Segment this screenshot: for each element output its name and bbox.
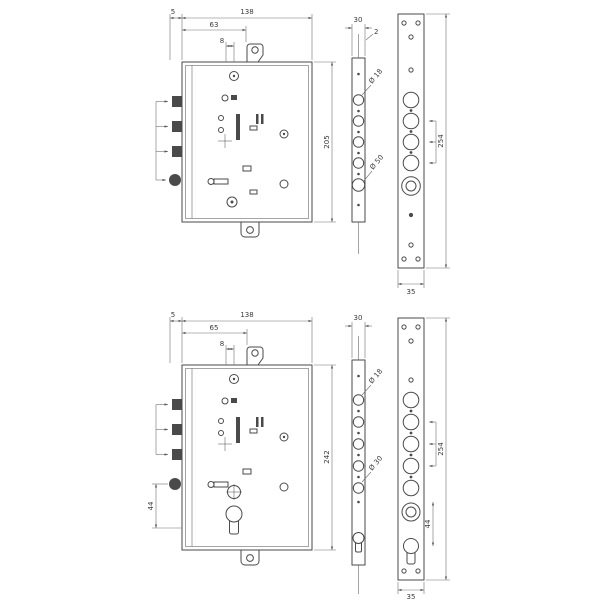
top-lock-mechanism bbox=[207, 71, 289, 208]
bottom-horizontal-dims: 5 138 65 8 bbox=[169, 311, 313, 365]
top-assembly: 5 138 63 8 205 bbox=[155, 8, 450, 296]
dim-top-30: 30 bbox=[354, 16, 363, 24]
bottom-strip-euro-cutout bbox=[352, 532, 365, 553]
dim-top-205: 205 bbox=[323, 135, 331, 148]
top-lock-bolts bbox=[169, 96, 182, 186]
dim-bottom-30: 30 bbox=[354, 314, 363, 322]
dim-bottom-138: 138 bbox=[240, 311, 253, 319]
dim-bottom-5: 5 bbox=[171, 311, 175, 319]
bottom-lock-mechanism bbox=[207, 374, 289, 535]
dim-bottom-8: 8 bbox=[220, 340, 224, 348]
bottom-euro-cylinder bbox=[225, 505, 243, 535]
dim-top-5: 5 bbox=[171, 8, 175, 16]
top-strip-outline bbox=[351, 57, 366, 223]
bottom-lock-bolts bbox=[169, 399, 182, 490]
top-horizontal-dims: 5 138 63 8 bbox=[169, 8, 313, 62]
dim-bottom-35: 35 bbox=[407, 593, 416, 600]
dim-top-8: 8 bbox=[220, 37, 224, 45]
dim-bottom-254: 254 bbox=[437, 442, 445, 456]
top-lock-top-tab bbox=[246, 43, 264, 63]
top-lock-outline bbox=[181, 61, 313, 223]
top-faceplate-strip: 30 2 Ø 18 Ø 50 bbox=[345, 16, 385, 254]
bottom-assembly: 5 138 65 8 242 44 bbox=[147, 311, 450, 600]
dim-top-254: 254 bbox=[437, 134, 445, 148]
dim-bottom-44-right: 44 bbox=[424, 519, 432, 528]
bottom-lock-body bbox=[155, 346, 313, 566]
bottom-left-dim: 44 bbox=[147, 483, 182, 529]
top-lock-bottom-tab bbox=[240, 222, 260, 238]
dim-top-2: 2 bbox=[374, 28, 378, 36]
bottom-lock-outline bbox=[181, 364, 313, 551]
bottom-bolt-arrows bbox=[155, 403, 168, 456]
bottom-lock-bottom-tab bbox=[240, 550, 260, 566]
bottom-height-dim: 242 bbox=[314, 364, 336, 551]
dim-bottom-dia18: Ø 18 bbox=[367, 367, 384, 385]
bottom-plate-euro-cutout bbox=[403, 538, 419, 565]
top-plate-outline bbox=[397, 13, 425, 269]
top-bolt-arrows bbox=[155, 100, 168, 182]
dim-bottom-65: 65 bbox=[210, 324, 219, 332]
dim-top-dia18: Ø 18 bbox=[367, 67, 384, 85]
dim-top-63: 63 bbox=[210, 21, 219, 29]
top-height-dim: 205 bbox=[314, 61, 336, 223]
bottom-faceplate-strip: 30 Ø 18 Ø 30 bbox=[345, 314, 384, 594]
bottom-lock-top-tab bbox=[246, 346, 264, 366]
dim-top-dia50: Ø 50 bbox=[368, 153, 385, 171]
dim-top-138: 138 bbox=[240, 8, 253, 16]
dim-bottom-44-left: 44 bbox=[147, 501, 155, 510]
dim-bottom-dia30: Ø 30 bbox=[367, 454, 384, 472]
top-outer-plate: 254 35 bbox=[397, 13, 450, 296]
bottom-outer-plate: 254 44 35 bbox=[397, 317, 450, 600]
top-lock-body bbox=[155, 43, 313, 238]
dim-bottom-242: 242 bbox=[323, 450, 331, 463]
bottom-plate-outline bbox=[397, 317, 425, 581]
dim-top-35: 35 bbox=[407, 288, 416, 296]
bottom-strip-outline bbox=[351, 359, 366, 566]
